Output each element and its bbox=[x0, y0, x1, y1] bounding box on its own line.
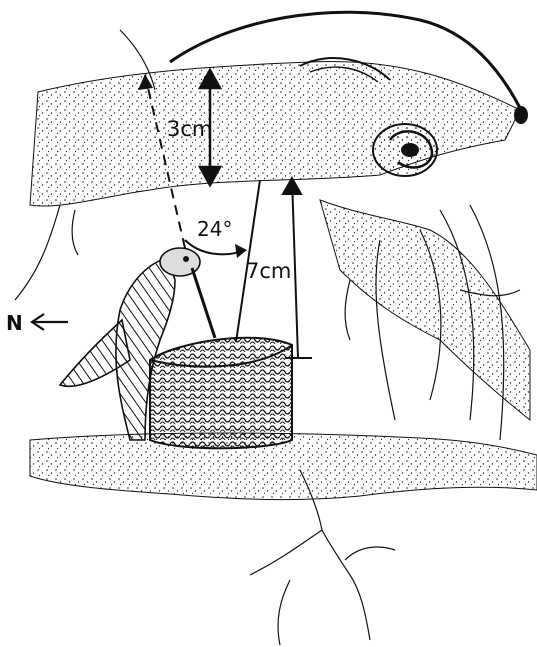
angle-label: 24° bbox=[197, 217, 232, 241]
nest bbox=[150, 338, 292, 448]
compass-label: N bbox=[6, 311, 23, 335]
branch-gap-label: 3cm bbox=[167, 117, 212, 141]
north-arrow-icon bbox=[32, 314, 68, 330]
diagonal-trunk bbox=[320, 200, 530, 420]
nest-distance-label: 7cm bbox=[246, 259, 291, 283]
upper-branch bbox=[30, 58, 520, 206]
branch-knot bbox=[373, 124, 437, 176]
angle-arrowhead bbox=[235, 244, 247, 258]
